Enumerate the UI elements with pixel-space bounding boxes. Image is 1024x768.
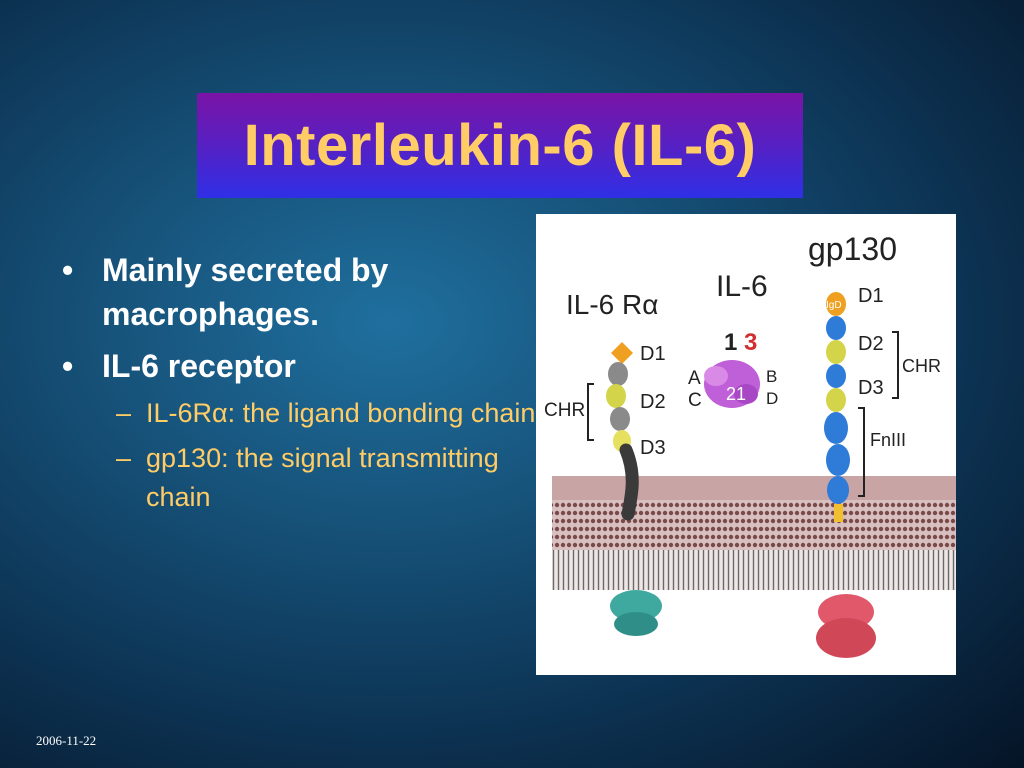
label-gp130: gp130 <box>808 231 897 267</box>
gp130-d3-label: D3 <box>858 377 884 399</box>
gp130-fniii-domain <box>824 412 848 444</box>
il6ra-d2-label: D2 <box>640 391 666 413</box>
gp130-d1-domain <box>826 316 846 340</box>
gp130-chr-label: CHR <box>902 356 941 376</box>
subbullet-il6ra: – IL-6Rα: the ligand bonding chain <box>62 394 666 433</box>
il6-helix-a: A <box>688 368 701 389</box>
receptor-cyt-bottom <box>614 612 658 636</box>
gp130-d1-label: D1 <box>858 285 884 307</box>
gp130-d2-label: D2 <box>858 333 884 355</box>
bullet-item-receptor: • IL-6 receptor <box>62 344 552 388</box>
subbullet-text: IL-6Rα: the ligand bonding chain <box>146 398 536 428</box>
il6ra-d3-label: D3 <box>640 437 666 459</box>
gp130-fniii-domain <box>827 476 849 504</box>
bullet-text: IL-6 receptor <box>102 348 296 384</box>
dash-glyph: – <box>116 398 132 428</box>
gp130-tm-segment <box>834 504 843 522</box>
slide-title: Interleukin-6 (IL-6) <box>243 113 757 178</box>
membrane-head-layer <box>552 500 956 550</box>
label-il6: IL-6 <box>716 270 768 303</box>
il6-site-3: 3 <box>744 329 757 356</box>
il6ra-d2-domain <box>608 362 628 386</box>
il6ra-d3-domain <box>610 407 630 431</box>
membrane-lipid-layer <box>552 550 956 590</box>
il6-receptor-figure: IL-6 Rα IL-6 gp130 D1 D2 D3 CHR 1 3 21 A <box>536 214 956 675</box>
il6ra-d1-label: D1 <box>640 343 666 365</box>
bullet-glyph: • <box>62 252 74 288</box>
gp130-cyt-bottom <box>816 618 876 658</box>
label-il6r: IL-6 Rα <box>566 289 658 320</box>
il6-ligand-lobe <box>734 384 758 404</box>
il6ra-d2b-domain <box>606 384 626 408</box>
il6-helix-c: C <box>688 390 702 411</box>
dash-glyph: – <box>116 443 132 473</box>
il6ra-d1-domain <box>611 342 633 364</box>
gp130-igd-domain <box>826 292 846 316</box>
il6ra-chain: D1 D2 D3 CHR <box>544 342 666 521</box>
subbullet-gp130: – gp130: the signal transmitting chain <box>62 439 566 517</box>
il6ra-chr-bracket <box>587 383 594 441</box>
gp130-igd-label: IgD <box>826 300 842 311</box>
il6-ligand: 1 3 21 A C B D <box>688 329 778 411</box>
gp130-d3-domain <box>826 364 846 388</box>
il6ra-stem <box>619 443 639 521</box>
receptor-cyt-top <box>610 590 662 622</box>
il6-ligand-lobe <box>704 366 728 386</box>
il6-site-inner: 21 <box>726 384 746 404</box>
bullet-text: Mainly secreted by macrophages. <box>102 252 389 332</box>
il6-helix-d: D <box>766 389 778 408</box>
receptor-cytoplasmic-partner <box>610 590 662 636</box>
gp130-d2-domain <box>826 340 846 364</box>
gp130-chain: IgD D1 D2 D3 CHR FnIII <box>824 285 941 522</box>
gp130-d3b-domain <box>826 388 846 412</box>
subbullet-text: gp130: the signal transmitting chain <box>146 443 499 512</box>
membrane-outer <box>552 476 956 500</box>
gp130-chr-bracket <box>892 331 899 399</box>
il6-site-1: 1 <box>724 329 737 356</box>
gp130-fniii-domain <box>826 444 850 476</box>
bullet-glyph: • <box>62 348 74 384</box>
gp130-cytoplasmic-partner <box>816 594 876 658</box>
bullet-item-secreted: • Mainly secreted by macrophages. <box>62 248 552 336</box>
figure-svg: IL-6 Rα IL-6 gp130 D1 D2 D3 CHR 1 3 21 A <box>544 231 956 658</box>
slide-date: 2006-11-22 <box>36 733 97 748</box>
il6-helix-b: B <box>766 367 777 386</box>
bullet-list: • Mainly secreted by macrophages. • IL-6… <box>62 248 552 517</box>
gp130-fniii-bracket <box>858 407 865 497</box>
il6ra-chr-label: CHR <box>544 400 585 421</box>
gp130-fniii-label: FnIII <box>870 430 906 450</box>
title-box: Interleukin-6 (IL-6) <box>197 93 803 198</box>
